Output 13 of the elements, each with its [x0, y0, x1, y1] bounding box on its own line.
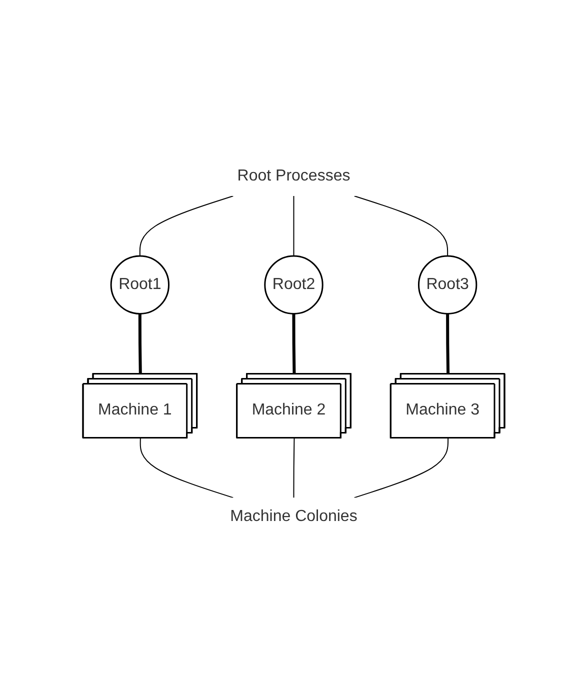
- node-text: Machine Colonies: [230, 508, 358, 525]
- connector: [140, 195, 234, 256]
- connector: [292, 313, 296, 374]
- node-circle: Root3: [418, 254, 478, 314]
- connector: [140, 437, 234, 498]
- connector: [446, 313, 450, 374]
- node-text: Root Processes: [238, 167, 350, 184]
- connector: [294, 437, 295, 498]
- connector: [354, 195, 448, 256]
- node-circle: Root2: [264, 254, 324, 314]
- connector: [138, 313, 142, 374]
- connector: [354, 437, 449, 498]
- node-circle: Root1: [110, 254, 170, 314]
